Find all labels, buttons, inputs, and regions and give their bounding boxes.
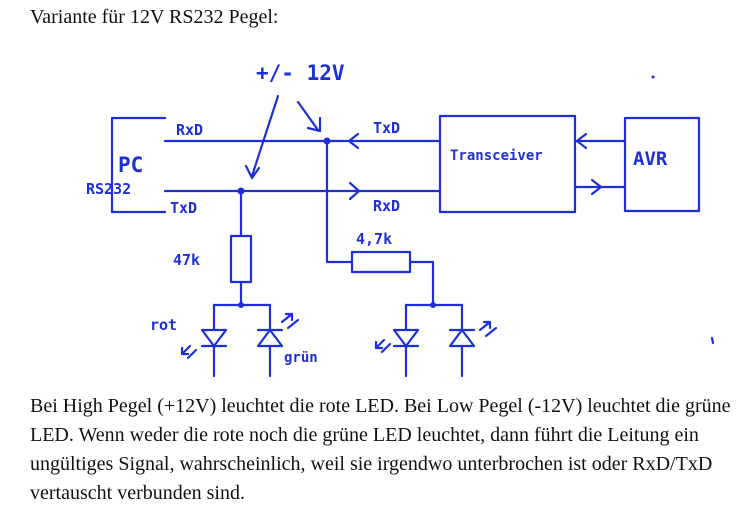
- pc-box: [110, 116, 167, 214]
- resistor-47k: [229, 234, 253, 284]
- circuit-diagram: +/- 12V PC RS232 RxD TxD TxD RxD Transce…: [86, 61, 715, 378]
- page-title: Variante für 12V RS232 Pegel:: [30, 6, 279, 28]
- stray-mark: [710, 336, 715, 345]
- rs232-label: RS232: [86, 180, 131, 198]
- avr-label: AVR: [633, 148, 668, 170]
- voltage-label: +/- 12V: [256, 61, 345, 85]
- pointer-arrow-right: [296, 100, 320, 132]
- pointer-arrow-left: [250, 94, 280, 178]
- light-rays-icon: [478, 320, 498, 338]
- pc-label: PC: [118, 153, 143, 177]
- transceiver-box: [438, 114, 577, 214]
- resistor-4-7k-label: 4,7k: [356, 230, 392, 248]
- resistor-47k-label: 47k: [173, 251, 200, 269]
- arrow-right-icon: [590, 178, 603, 196]
- arrow-left-icon: [347, 132, 360, 150]
- led-red-symbol: [392, 328, 420, 348]
- light-rays-icon: [374, 338, 392, 354]
- led-red-label: rot: [150, 316, 177, 334]
- arrow-down-icon: [306, 116, 322, 133]
- led-green-symbol: [448, 328, 476, 348]
- wire: [408, 260, 435, 307]
- light-rays-icon: [180, 344, 198, 360]
- led-red-symbol: [200, 328, 228, 348]
- pc-rxd-label: RxD: [176, 121, 203, 139]
- arrow-down-icon: [244, 164, 261, 180]
- arrow-right-icon: [348, 181, 361, 201]
- resistor-4-7k: [350, 250, 412, 274]
- led-green-symbol: [256, 328, 284, 348]
- caption-text: Bei High Pegel (+12V) leuchtet die rote …: [30, 395, 731, 504]
- arrow-left-icon: [575, 132, 588, 150]
- transceiver-rxd-label: RxD: [373, 197, 400, 215]
- transceiver-label: Transceiver: [450, 148, 543, 164]
- transceiver-txd-label: TxD: [373, 119, 400, 137]
- stray-dot: [651, 75, 655, 79]
- pc-txd-label: TxD: [170, 199, 197, 217]
- led-green-label: grün: [284, 350, 318, 366]
- avr-box: [623, 116, 701, 213]
- light-rays-icon: [280, 312, 300, 330]
